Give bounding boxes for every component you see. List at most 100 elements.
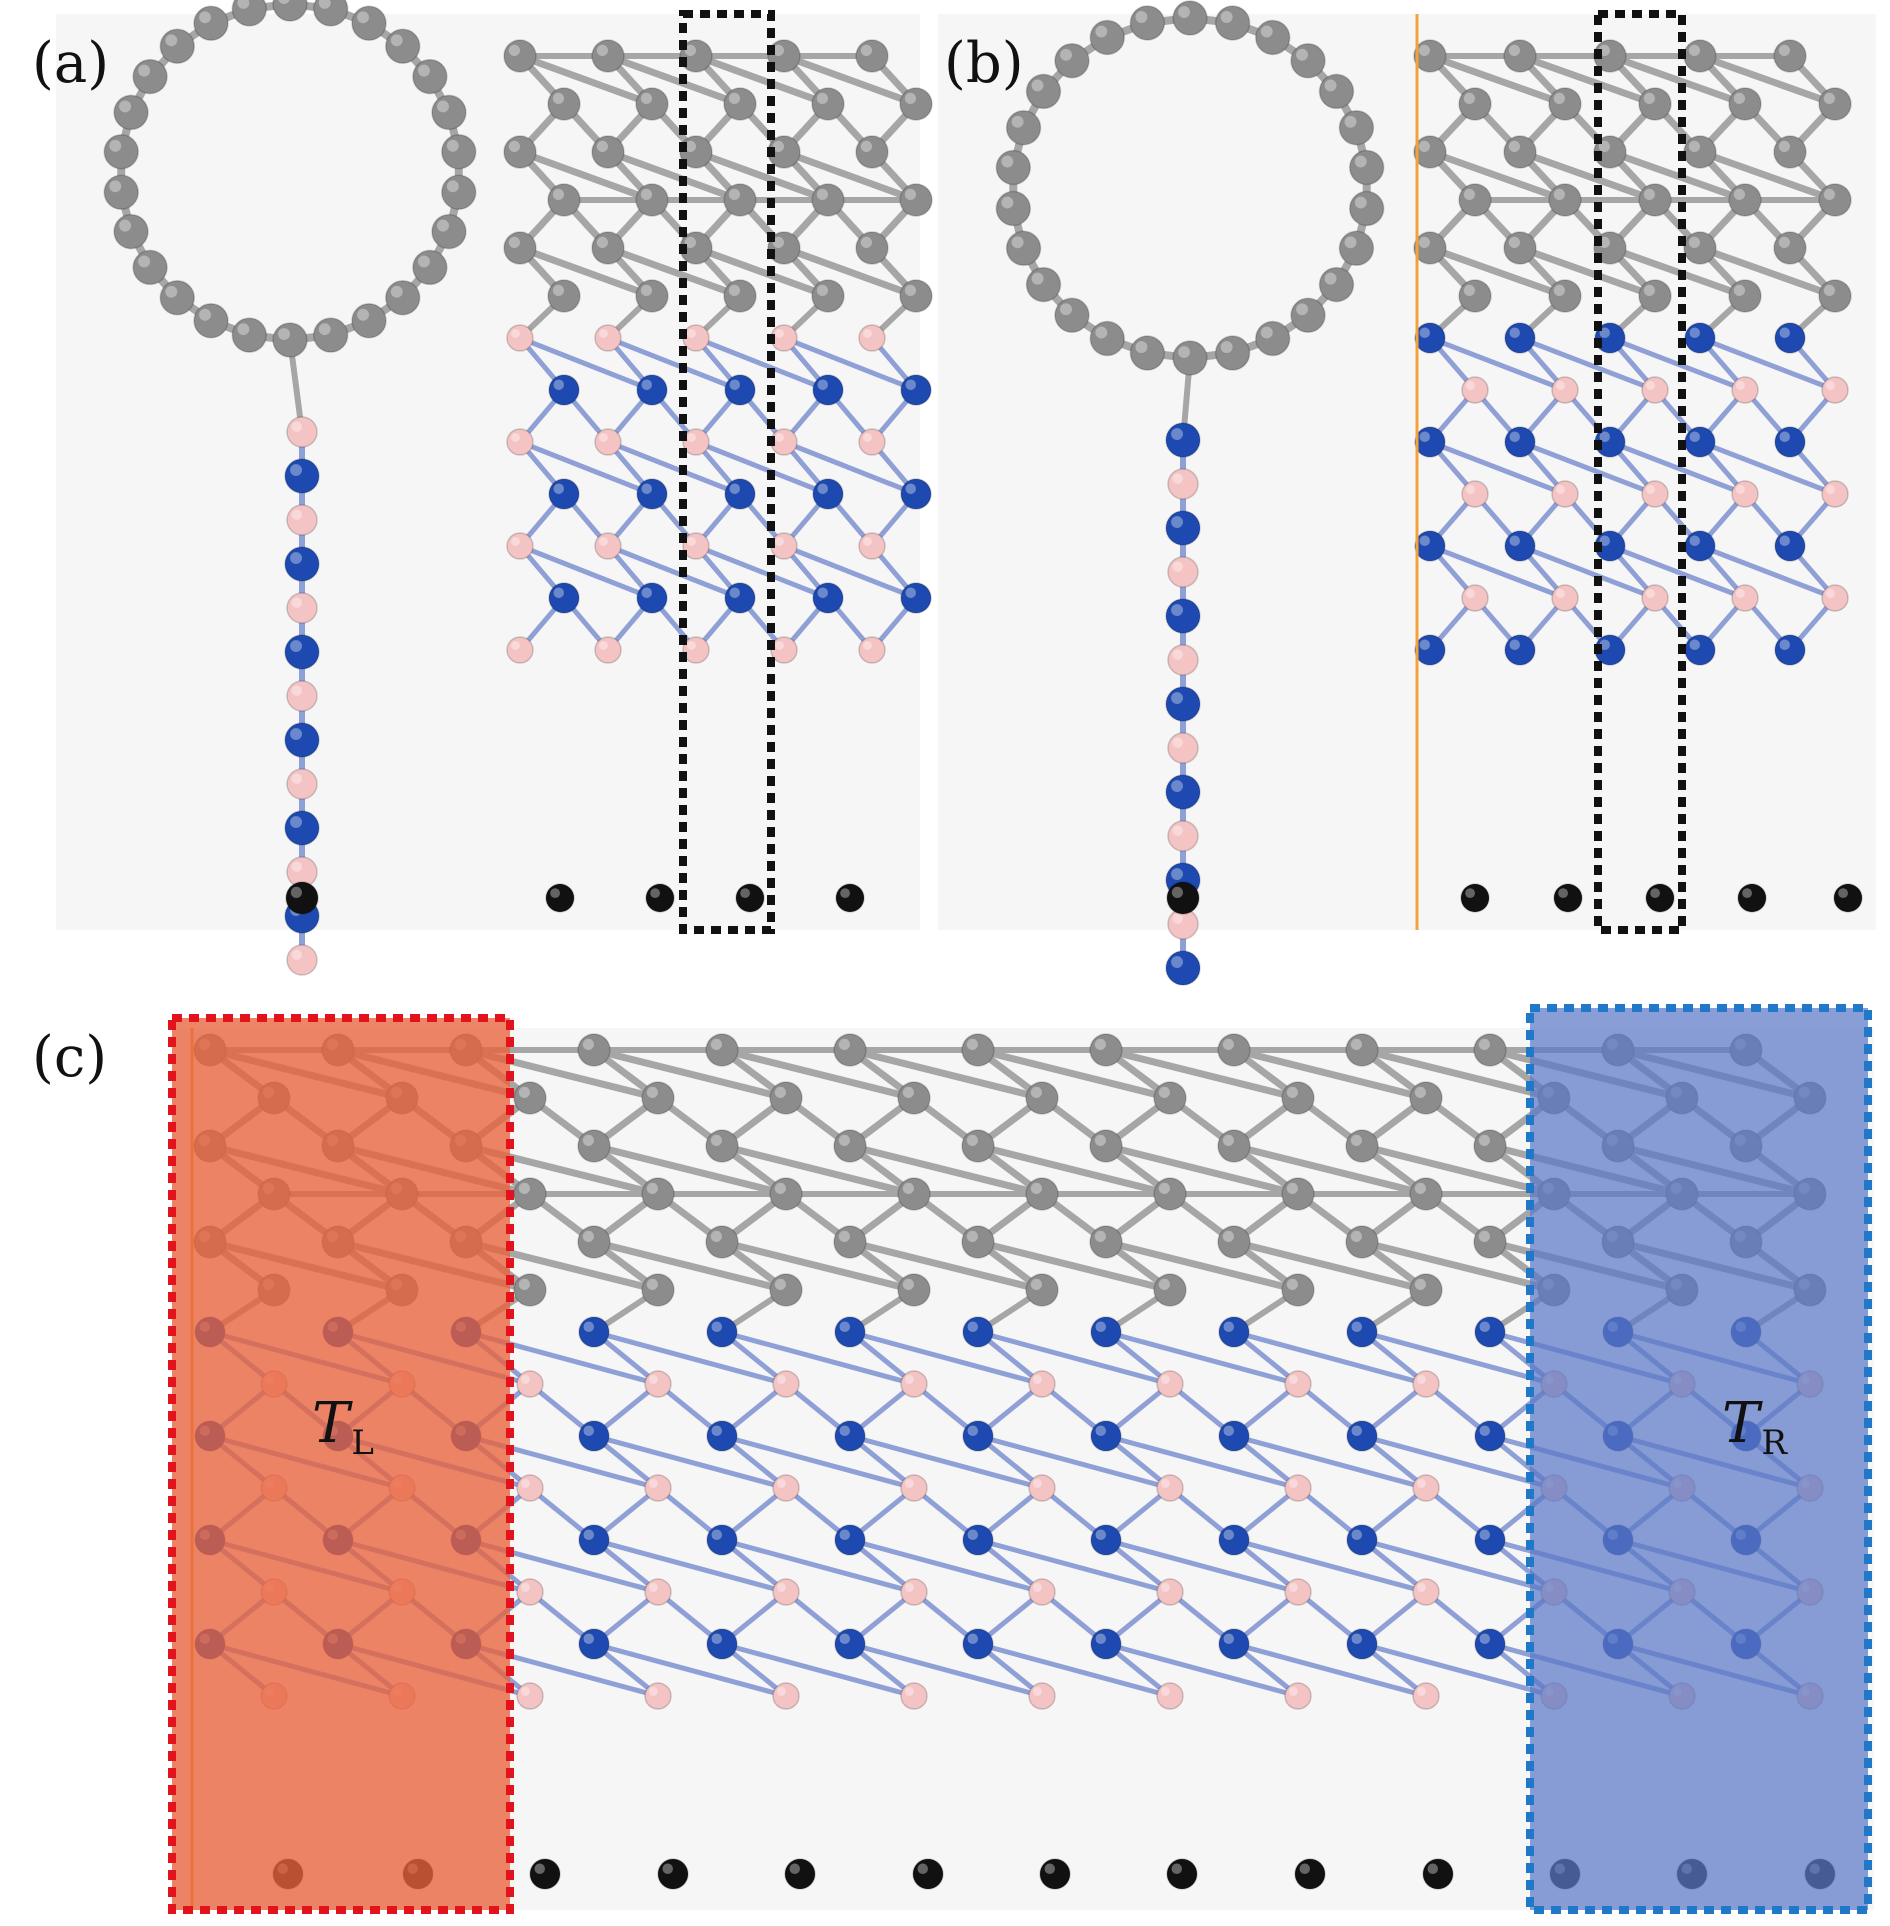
nitrogen-atom: [1414, 322, 1446, 354]
atom-highlight: [1135, 341, 1148, 354]
boron-atom: [1028, 1682, 1056, 1710]
nitrogen-atom: [1165, 686, 1201, 722]
atom-highlight: [1171, 780, 1184, 792]
carbon-atom: [1129, 5, 1166, 41]
nitrogen-atom: [900, 582, 932, 614]
carbon-atom: [591, 135, 625, 169]
bond: [605, 439, 743, 497]
atom-highlight: [1689, 535, 1700, 546]
bond: [1517, 439, 1658, 497]
carbon-atom: [1290, 43, 1326, 79]
atom-highlight: [418, 255, 430, 268]
nitrogen-atom: [1504, 530, 1536, 562]
atom-highlight: [1158, 1182, 1170, 1194]
carbon-atom: [635, 87, 669, 121]
nitrogen-atom: [962, 1420, 994, 1452]
hydrogen-atom: [835, 883, 865, 913]
boron-atom: [644, 1578, 672, 1606]
carbon-atom: [1054, 297, 1090, 333]
carbon-atom: [1217, 1129, 1251, 1163]
atom-highlight: [1172, 825, 1183, 836]
atom-highlight: [1160, 1686, 1170, 1696]
region-right-symbol: T: [1722, 1391, 1760, 1456]
boron-atom: [1028, 1578, 1056, 1606]
hydrogen-atom: [1460, 883, 1490, 913]
boron-atom: [1028, 1474, 1056, 1502]
atom-highlight: [290, 464, 302, 476]
atom-highlight: [817, 379, 828, 390]
boron-atom: [1167, 732, 1199, 764]
carbon-atom: [1172, 0, 1208, 36]
carbon-atom: [132, 249, 168, 286]
atom-highlight: [774, 432, 784, 443]
atom-highlight: [728, 284, 741, 296]
atom-highlight: [640, 188, 653, 200]
carbon-atom: [769, 1177, 803, 1211]
carbon-atom: [1129, 335, 1166, 371]
atom-highlight: [508, 140, 520, 152]
bond: [719, 1537, 917, 1595]
hydrogen-atom: [1645, 883, 1675, 913]
bond: [1607, 439, 1748, 497]
boron-atom: [1167, 644, 1199, 676]
carbon-atom: [1548, 183, 1582, 217]
atom-highlight: [1419, 535, 1430, 546]
atom-highlight: [290, 552, 302, 564]
atom-highlight: [1650, 888, 1660, 898]
carbon-atom: [431, 94, 467, 131]
atom-highlight: [1296, 303, 1309, 316]
nitrogen-atom: [1090, 1420, 1122, 1452]
boron-atom: [858, 428, 886, 456]
bond: [1427, 439, 1568, 497]
nitrogen-atom: [900, 374, 932, 406]
atom-highlight: [1223, 1529, 1234, 1540]
atom-highlight: [553, 483, 564, 494]
carbon-atom: [1413, 231, 1447, 265]
atom-highlight: [686, 432, 696, 443]
bond: [1231, 1329, 1429, 1387]
atom-highlight: [510, 640, 520, 650]
carbon-atom: [1318, 73, 1355, 110]
nitrogen-atom: [284, 458, 320, 494]
atom-highlight: [534, 1863, 545, 1874]
bond: [1697, 335, 1838, 393]
nitrogen-atom: [1414, 426, 1446, 458]
atom-highlight: [1286, 1086, 1298, 1098]
atom-highlight: [1001, 155, 1014, 168]
nitrogen-atom: [834, 1524, 866, 1556]
atom-highlight: [446, 180, 459, 193]
bond: [1606, 148, 1749, 204]
nitrogen-atom: [1090, 1524, 1122, 1556]
atom-highlight: [291, 861, 302, 872]
boron-atom: [516, 1578, 544, 1606]
atom-highlight: [119, 219, 132, 232]
atom-highlight: [290, 886, 302, 899]
atom-highlight: [1778, 44, 1790, 57]
bond: [781, 335, 919, 393]
atom-highlight: [776, 1686, 786, 1696]
atom-highlight: [1735, 484, 1745, 495]
boron-atom: [1461, 584, 1489, 612]
bond: [604, 52, 744, 108]
atom-highlight: [1350, 1134, 1362, 1146]
boron-atom: [594, 636, 622, 664]
nitrogen-atom: [284, 634, 320, 670]
atom-highlight: [1779, 639, 1790, 650]
carbon-atom: [1413, 39, 1447, 73]
hydrogen-atom: [1166, 881, 1200, 915]
boron-atom: [506, 428, 534, 456]
carbon-atom: [113, 94, 149, 131]
boron-atom: [594, 532, 622, 560]
atom-highlight: [520, 1686, 530, 1696]
atom-highlight: [1220, 11, 1233, 23]
bond: [1697, 543, 1838, 601]
atom-highlight: [1509, 327, 1520, 338]
atom-highlight: [1223, 1321, 1234, 1332]
carbon-atom: [159, 279, 196, 316]
carbon-atom: [132, 58, 168, 95]
atom-highlight: [1095, 326, 1108, 339]
atom-highlight: [1094, 1134, 1106, 1146]
bond: [1103, 1329, 1301, 1387]
atom-highlight: [1688, 236, 1700, 248]
carbon-atom: [833, 1129, 867, 1163]
